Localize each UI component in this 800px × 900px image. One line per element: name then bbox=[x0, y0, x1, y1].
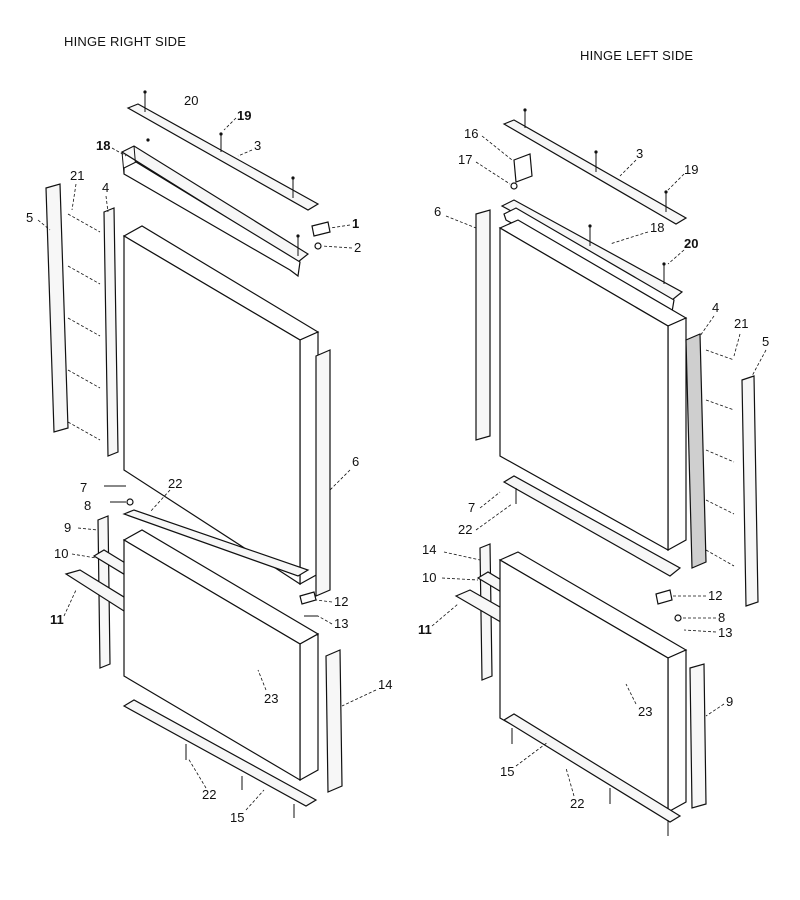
callout-11-left: 11 bbox=[418, 622, 432, 637]
callout-2-right: 2 bbox=[354, 240, 361, 255]
callout-12-left: 12 bbox=[708, 588, 722, 603]
callout-14-left: 14 bbox=[422, 542, 436, 557]
heading-hinge-right-side: HINGE RIGHT SIDE bbox=[64, 34, 187, 49]
upper-door-panel bbox=[499, 226, 669, 552]
callout-7-left: 7 bbox=[468, 500, 475, 515]
heading-hinge-left-side: HINGE LEFT SIDE bbox=[580, 48, 694, 63]
callout-23-right: 23 bbox=[264, 691, 278, 706]
callout-15-right: 15 bbox=[230, 810, 244, 825]
lower-door-panel bbox=[123, 538, 301, 782]
part-12-clip bbox=[655, 589, 673, 605]
callout-3-left: 3 bbox=[636, 146, 643, 161]
part-16-hinge bbox=[513, 153, 533, 183]
callout-23-left: 23 bbox=[638, 704, 652, 719]
part-8-washer bbox=[674, 614, 682, 622]
callout-4-left: 4 bbox=[712, 300, 719, 315]
callout-6-right: 6 bbox=[352, 454, 359, 469]
part-15-bottom-rail bbox=[502, 713, 682, 823]
callout-22-upper-left: 22 bbox=[458, 522, 472, 537]
callout-10-right: 10 bbox=[54, 546, 68, 561]
callout-20-left: 20 bbox=[684, 236, 698, 251]
callout-18-left: 18 bbox=[650, 220, 664, 235]
part-17-washer bbox=[510, 182, 518, 190]
callout-16-left: 16 bbox=[464, 126, 478, 141]
part-14-side-strip bbox=[325, 649, 343, 793]
callout-3-right: 3 bbox=[254, 138, 261, 153]
part-5-side-strip bbox=[45, 183, 69, 433]
callout-19-left: 19 bbox=[684, 162, 698, 177]
callout-13-right: 13 bbox=[334, 616, 348, 631]
assembly-hinge-left bbox=[454, 108, 759, 836]
part-4-side-strip bbox=[685, 333, 707, 569]
callout-7-right: 7 bbox=[80, 480, 87, 495]
part-22-rail bbox=[122, 509, 310, 577]
callout-14-right: 14 bbox=[378, 677, 392, 692]
callout-5-right: 5 bbox=[26, 210, 33, 225]
part-4-side-strip bbox=[103, 207, 119, 457]
part-3-top-strip bbox=[502, 119, 688, 225]
callout-5-left: 5 bbox=[762, 334, 769, 349]
callout-17-left: 17 bbox=[458, 152, 472, 167]
callout-11-right: 11 bbox=[50, 612, 64, 627]
part-22-rail bbox=[502, 475, 682, 577]
callout-20-right: 20 bbox=[184, 93, 198, 108]
callout-21-right: 21 bbox=[70, 168, 84, 183]
part-2-washer bbox=[314, 242, 322, 250]
callout-12-right: 12 bbox=[334, 594, 348, 609]
callout-15-left: 15 bbox=[500, 764, 514, 779]
callout-21-left: 21 bbox=[734, 316, 748, 331]
callout-8-left: 8 bbox=[718, 610, 725, 625]
part-6-side-strip bbox=[315, 349, 331, 597]
part-12-clip bbox=[299, 591, 317, 605]
callout-8-right: 8 bbox=[84, 498, 91, 513]
callout-1-right: 1 bbox=[352, 216, 359, 231]
part-9-side-strip bbox=[689, 663, 707, 809]
part-8-washer bbox=[126, 498, 134, 506]
callout-19-right: 19 bbox=[237, 108, 251, 123]
callout-4-right: 4 bbox=[102, 180, 109, 195]
callout-10-left: 10 bbox=[422, 570, 436, 585]
callout-9-right: 9 bbox=[64, 520, 71, 535]
callout-22-lower-left: 22 bbox=[570, 796, 584, 811]
callouts-right: 20 19 3 18 1 2 5 21 4 6 7 22 8 9 10 11 1… bbox=[26, 93, 392, 825]
callout-18-right: 18 bbox=[96, 138, 110, 153]
callout-9-left: 9 bbox=[726, 694, 733, 709]
upper-door-panel bbox=[123, 234, 301, 586]
part-20-top-strip bbox=[126, 103, 320, 211]
assembly-hinge-right bbox=[45, 90, 343, 818]
part-5-side-strip bbox=[741, 375, 759, 607]
callout-13-left: 13 bbox=[718, 625, 732, 640]
callout-22-lower-right: 22 bbox=[202, 787, 216, 802]
callout-22-upper-right: 22 bbox=[168, 476, 182, 491]
callouts-left: 16 17 3 19 6 18 20 4 21 5 7 22 14 10 11 … bbox=[418, 126, 769, 811]
part-15-bottom-rail bbox=[122, 699, 318, 807]
part-6-side-strip bbox=[475, 209, 491, 441]
part-1-hinge bbox=[311, 221, 331, 237]
callout-6-left: 6 bbox=[434, 204, 441, 219]
